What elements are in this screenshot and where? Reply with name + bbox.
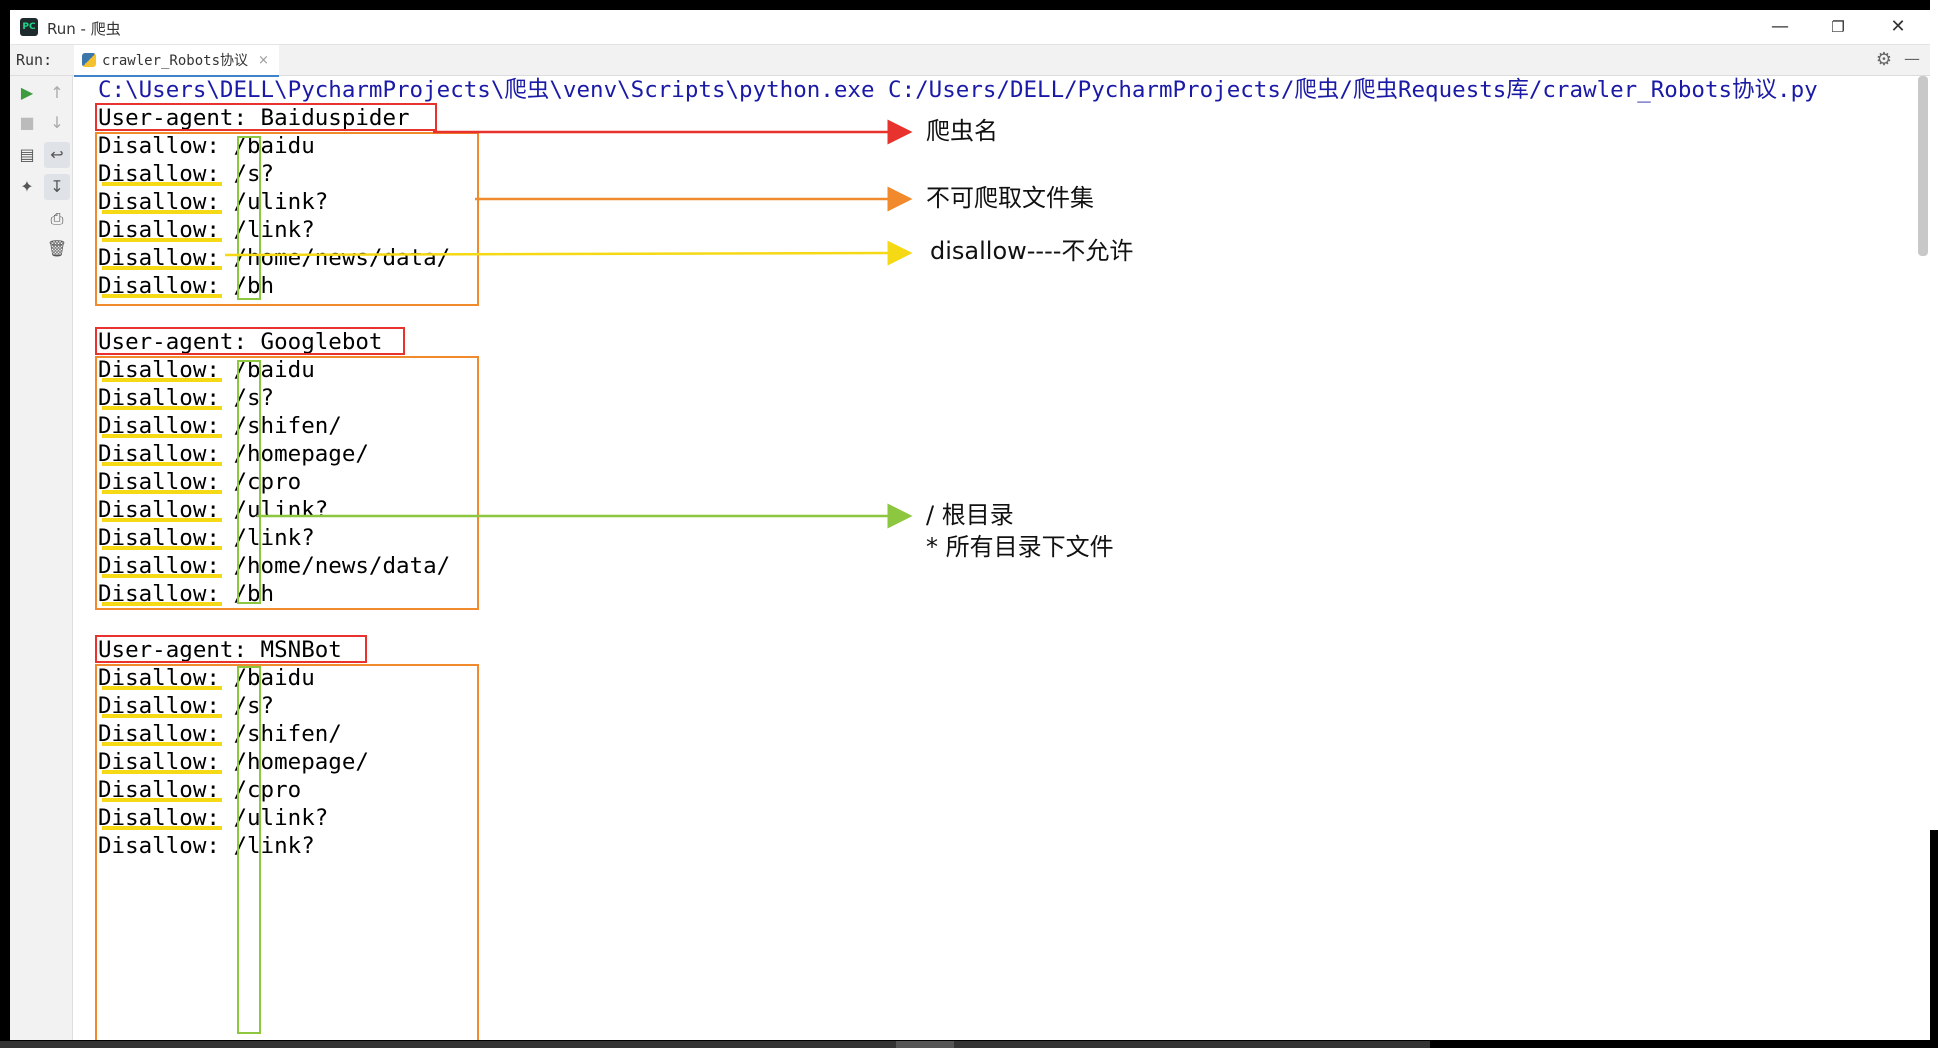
disallow-rules-box	[95, 132, 479, 306]
soft-wrap-icon[interactable]: ↩	[44, 142, 70, 168]
disallow-underline	[102, 742, 222, 746]
disallow-underline	[102, 714, 222, 718]
slash-highlight-box	[237, 136, 261, 300]
vertical-scrollbar[interactable]	[1918, 76, 1928, 256]
close-icon[interactable]: ✕	[1890, 16, 1906, 37]
disallow-line: Disallow: /baidu	[98, 133, 315, 159]
print-icon[interactable]: ⎙	[50, 209, 64, 228]
restore-icon[interactable]: ❐	[1831, 18, 1845, 36]
console-output[interactable]: C:\Users\DELL\PycharmProjects\爬虫\venv\Sc…	[98, 76, 1898, 1040]
run-tool-strip: ▶ ↑ ■ ↓ ▤ ↩ ✦ ↧ ⎙ 🗑	[10, 76, 73, 1040]
annotation-crawler-name: 爬虫名	[926, 117, 998, 145]
disallow-underline	[102, 518, 222, 522]
disallow-underline	[102, 798, 222, 802]
disallow-line: Disallow: /homepage/	[98, 441, 369, 467]
user-agent-highlight-box	[95, 103, 437, 131]
disallow-underline	[102, 210, 222, 214]
layout-icon[interactable]: ▤	[19, 145, 35, 164]
annotation-disallowed-set: 不可爬取文件集	[926, 184, 1094, 212]
window-title: Run - 爬虫	[47, 20, 121, 38]
user-agent-line: User-agent: Googlebot	[98, 329, 383, 355]
pin-icon[interactable]: ✦	[20, 177, 34, 196]
disallow-rules-box	[95, 664, 479, 1040]
disallow-underline	[102, 294, 222, 298]
python-file-icon	[82, 53, 96, 67]
run-toolbar: Run: crawler_Robots协议 × ⚙ —	[10, 45, 1930, 77]
disallow-line: Disallow: /home/news/data/	[98, 553, 451, 579]
disallow-underline	[102, 434, 222, 438]
window-edge	[1930, 0, 1938, 830]
disallow-rules-box	[95, 356, 479, 610]
disallow-underline	[102, 546, 222, 550]
disallow-underline	[102, 378, 222, 382]
disallow-underline	[102, 182, 222, 186]
stop-icon[interactable]: ■	[19, 113, 35, 132]
title-bar: PC Run - 爬虫 — ❐ ✕	[10, 10, 1930, 45]
annotation-root-dir: / 根目录	[926, 501, 1014, 529]
yellow-arrow	[224, 240, 913, 266]
disallow-underline	[102, 406, 222, 410]
scroll-to-end-icon[interactable]: ↧	[44, 174, 70, 200]
tab-label: crawler_Robots协议	[102, 53, 249, 69]
horizontal-scrollbar[interactable]	[0, 1041, 1430, 1048]
tab-crawler-robots[interactable]: crawler_Robots协议 ×	[74, 45, 279, 77]
disallow-underline	[102, 686, 222, 690]
annotation-all-files: * 所有目录下文件	[926, 533, 1114, 561]
slash-highlight-box	[237, 666, 261, 1034]
tab-close-icon[interactable]: ×	[258, 52, 269, 68]
command-line: C:\Users\DELL\PycharmProjects\爬虫\venv\Sc…	[98, 77, 1818, 103]
gear-icon[interactable]: ⚙	[1875, 49, 1892, 70]
down-arrow-icon[interactable]: ↓	[50, 113, 64, 132]
run-label: Run:	[16, 51, 53, 69]
pc-icon: PC	[20, 18, 38, 36]
disallow-underline	[102, 574, 222, 578]
disallow-underline	[102, 238, 222, 242]
disallow-underline	[102, 602, 222, 606]
disallow-underline	[102, 462, 222, 466]
trash-icon[interactable]: 🗑	[46, 239, 68, 258]
annotation-disallow-meaning: disallow----不允许	[930, 237, 1134, 265]
minimize-icon[interactable]: —	[1771, 16, 1789, 37]
slash-highlight-box	[237, 360, 261, 604]
user-agent-line: User-agent: Baiduspider	[98, 105, 410, 131]
user-agent-highlight-box	[95, 635, 367, 663]
disallow-line: Disallow: /ulink?	[98, 497, 329, 523]
horizontal-scrollbar-thumb[interactable]	[896, 1041, 954, 1048]
disallow-underline	[102, 266, 222, 270]
disallow-underline	[102, 490, 222, 494]
annotation-arrows	[224, 119, 913, 529]
disallow-line: Disallow: /link?	[98, 833, 315, 859]
up-arrow-icon[interactable]: ↑	[50, 83, 64, 102]
user-agent-line: User-agent: MSNBot	[98, 637, 342, 663]
disallow-underline	[102, 826, 222, 830]
disallow-underline	[102, 770, 222, 774]
pycharm-window: PC Run - 爬虫 — ❐ ✕ Run: crawler_Robots协议 …	[10, 10, 1930, 1040]
hide-panel-icon[interactable]: —	[1904, 49, 1920, 68]
rerun-icon[interactable]: ▶	[20, 83, 34, 102]
user-agent-highlight-box	[95, 327, 405, 355]
